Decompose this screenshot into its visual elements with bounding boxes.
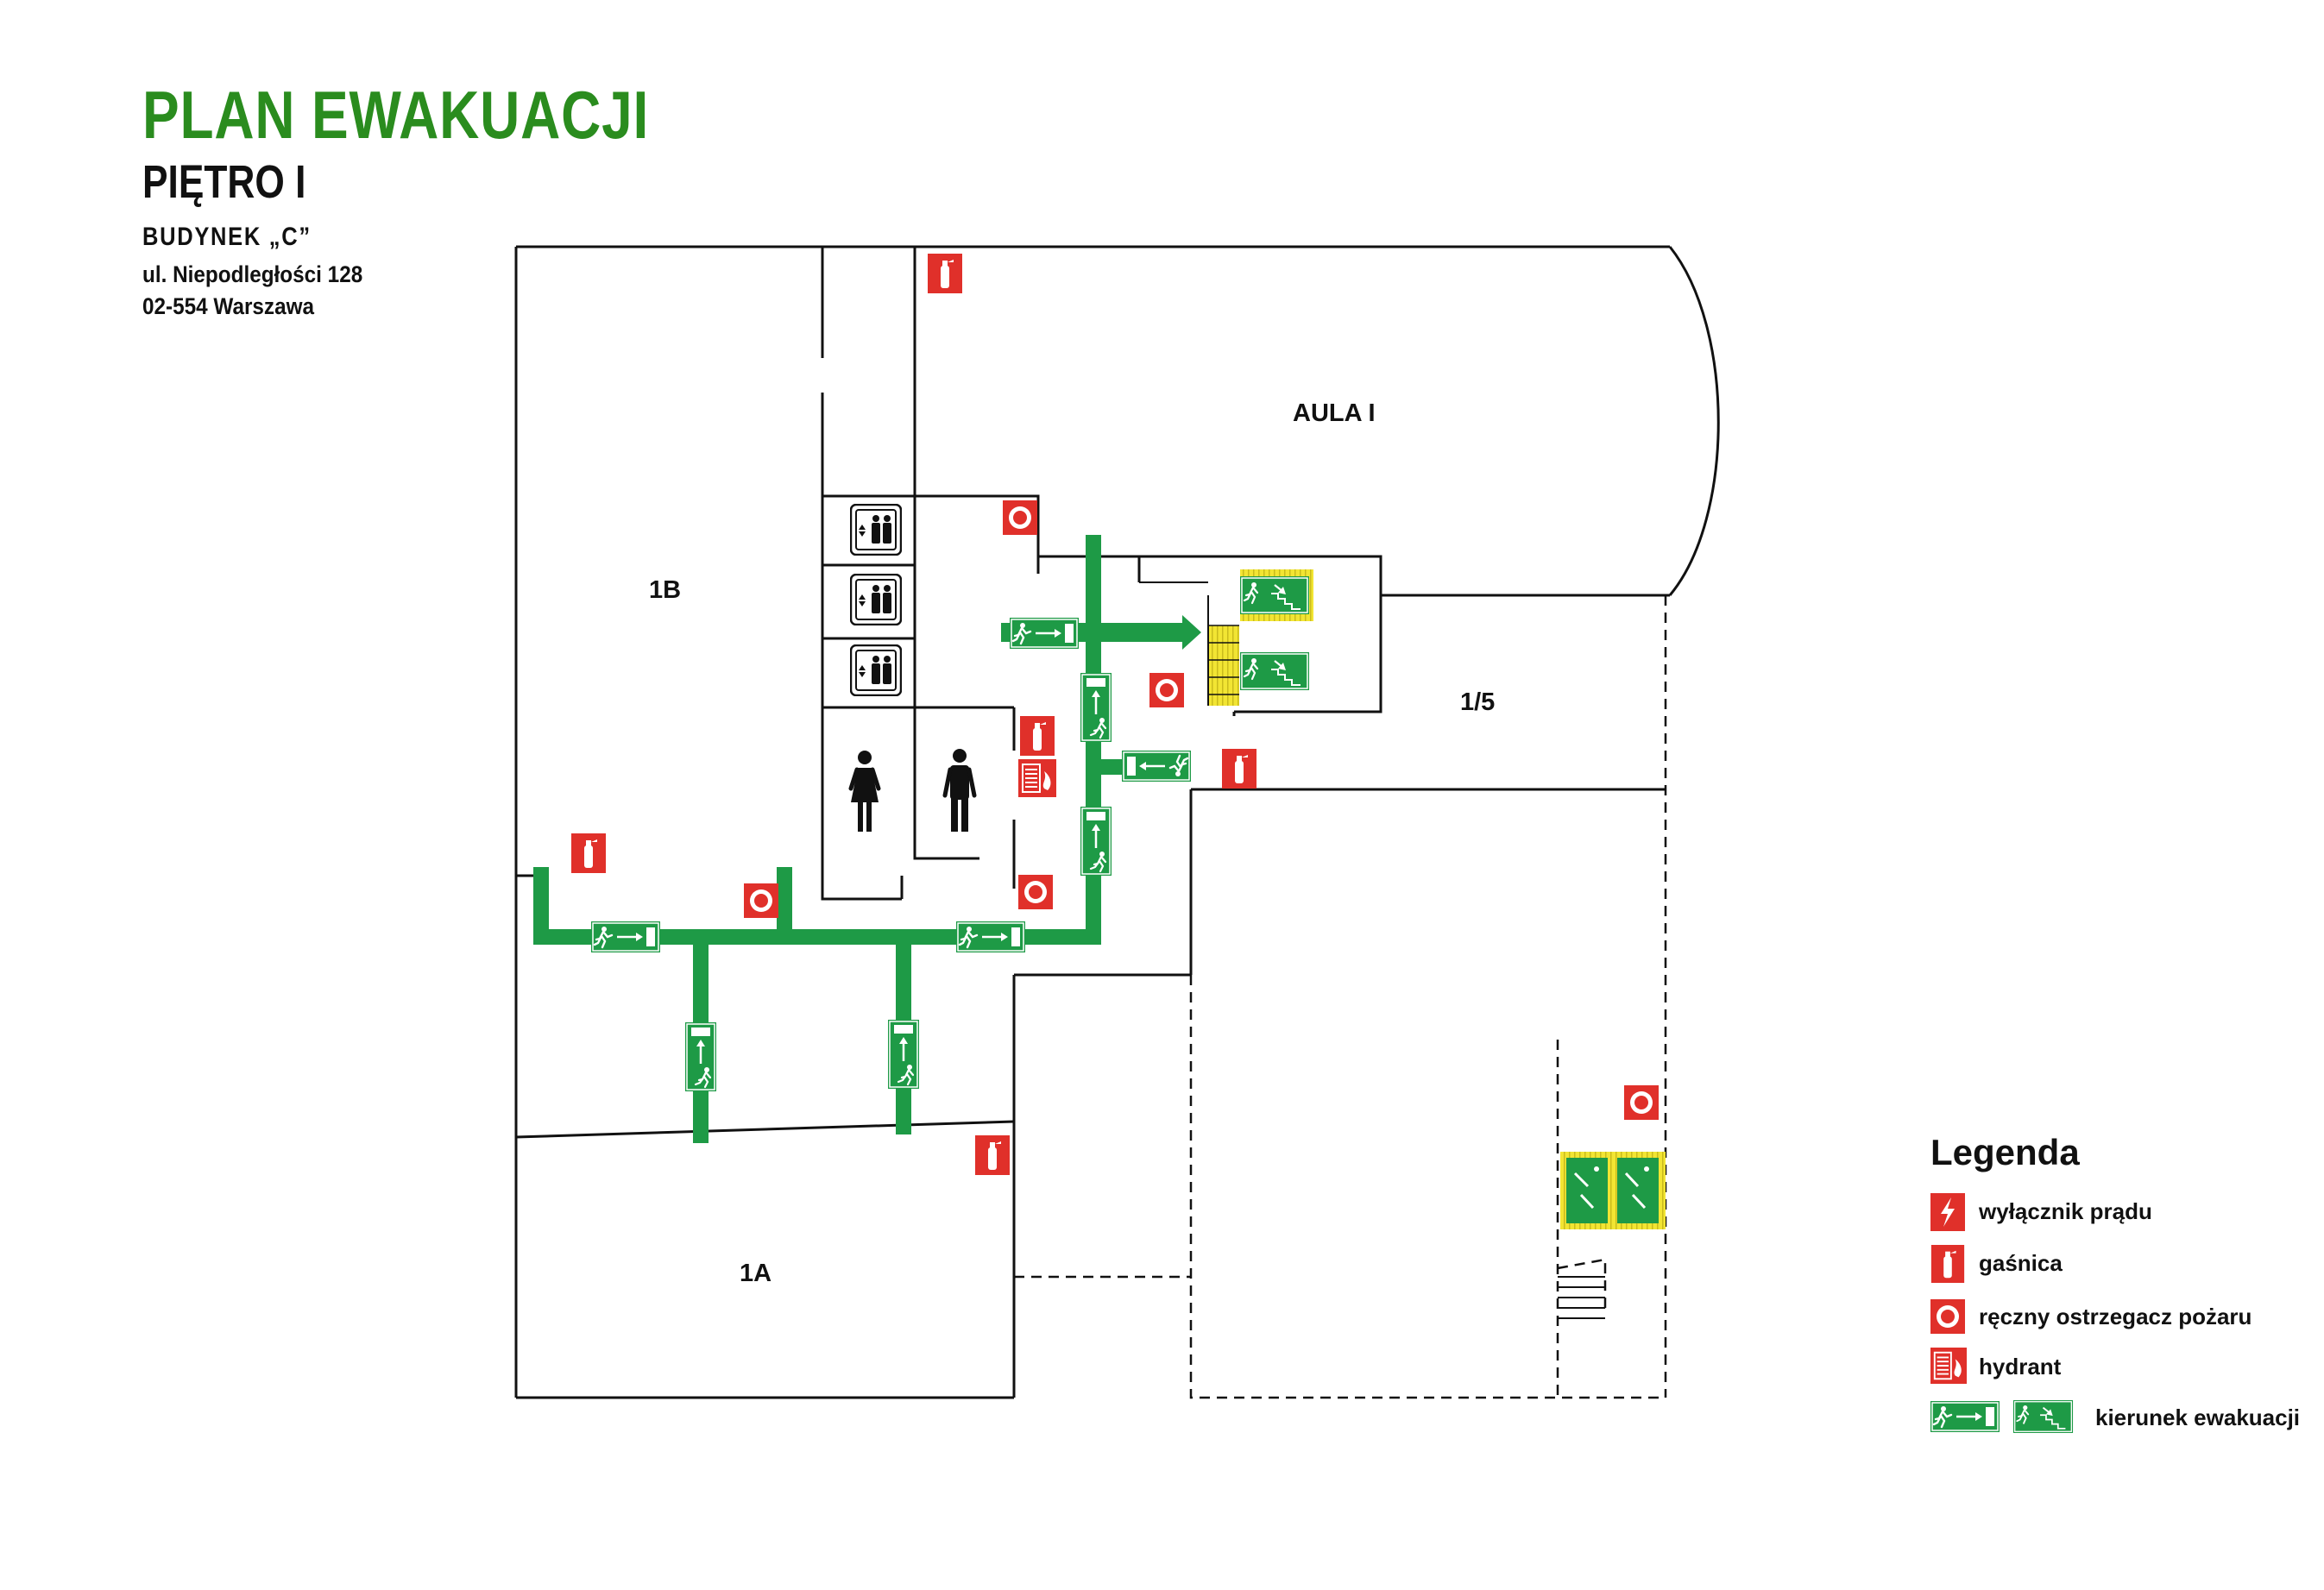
room-label-1b: 1B — [649, 576, 681, 604]
building-walls — [514, 245, 1720, 1399]
exit-sign-icon — [1930, 1400, 2000, 1433]
fire-safety-equipment — [571, 254, 1659, 1175]
hydrant-icon — [1930, 1348, 1967, 1384]
man-icon — [945, 749, 974, 832]
dashed-walls — [1014, 595, 1667, 1399]
stairs-lower-signs — [1560, 1152, 1666, 1229]
extinguisher-icon — [571, 833, 606, 873]
extinguisher-icon — [1020, 716, 1055, 756]
fire-alarm-icon — [744, 883, 778, 918]
stairs-exit-icon — [1240, 650, 1309, 692]
fire-alarm-icon — [1624, 1085, 1659, 1120]
room-label-1a: 1A — [740, 1260, 772, 1287]
extinguisher-icon — [975, 1135, 1010, 1175]
extinguisher-icon — [928, 254, 962, 293]
legend-route-label: kierunek ewakuacji — [2095, 1405, 2300, 1430]
plan-title: PLAN EWAKUACJI — [142, 77, 650, 153]
fire-alarm-icon — [1018, 875, 1053, 909]
staircase-top — [1139, 569, 1313, 706]
legend: Legenda wyłącznik prądu gaśnica ręczny o… — [1930, 1132, 2300, 1433]
room-label-aula: AULA I — [1293, 399, 1376, 427]
exit-sign-icon — [888, 1020, 919, 1089]
extinguisher-icon — [1930, 1245, 1965, 1283]
floor-label: PIĘTRO I — [142, 156, 306, 208]
exit-sign-icon — [1080, 673, 1112, 742]
exit-sign-icon — [685, 1022, 716, 1091]
fire-alarm-icon — [1149, 673, 1184, 707]
woman-icon — [851, 751, 879, 832]
exit-sign-icon — [956, 921, 1025, 952]
legend-hydrant-label: hydrant — [1979, 1354, 2062, 1379]
room-label-1-5: 1/5 — [1460, 688, 1495, 716]
stairs-lower — [1558, 1276, 1605, 1319]
exit-sign-icon — [591, 921, 660, 952]
elevator-icon — [850, 574, 902, 625]
stairs-exit-icon — [2012, 1400, 2075, 1433]
legend-alarm-label: ręczny ostrzegacz pożaru — [1979, 1304, 2252, 1329]
address-street: ul. Niepodległości 128 — [142, 261, 363, 287]
exit-sign-icon — [1080, 807, 1112, 876]
elevators — [850, 504, 902, 696]
exit-sign-icon — [1122, 751, 1191, 782]
elevator-icon — [850, 504, 902, 556]
exit-sign-icon — [1010, 618, 1079, 649]
power-switch-icon — [1930, 1193, 1965, 1231]
legend-switch-label: wyłącznik prądu — [1978, 1198, 2152, 1224]
fire-alarm-icon — [1930, 1299, 1965, 1334]
legend-extinguisher-label: gaśnica — [1979, 1250, 2063, 1276]
building-label: BUDYNEK „C” — [142, 223, 312, 251]
fire-alarm-icon — [1003, 500, 1037, 535]
stairs-exit-icon — [1240, 575, 1309, 616]
address-city: 02-554 Warszawa — [142, 293, 315, 319]
elevator-icon — [850, 644, 902, 696]
legend-title: Legenda — [1930, 1132, 2080, 1172]
extinguisher-icon — [1222, 749, 1256, 789]
hydrant-icon — [1018, 759, 1056, 797]
